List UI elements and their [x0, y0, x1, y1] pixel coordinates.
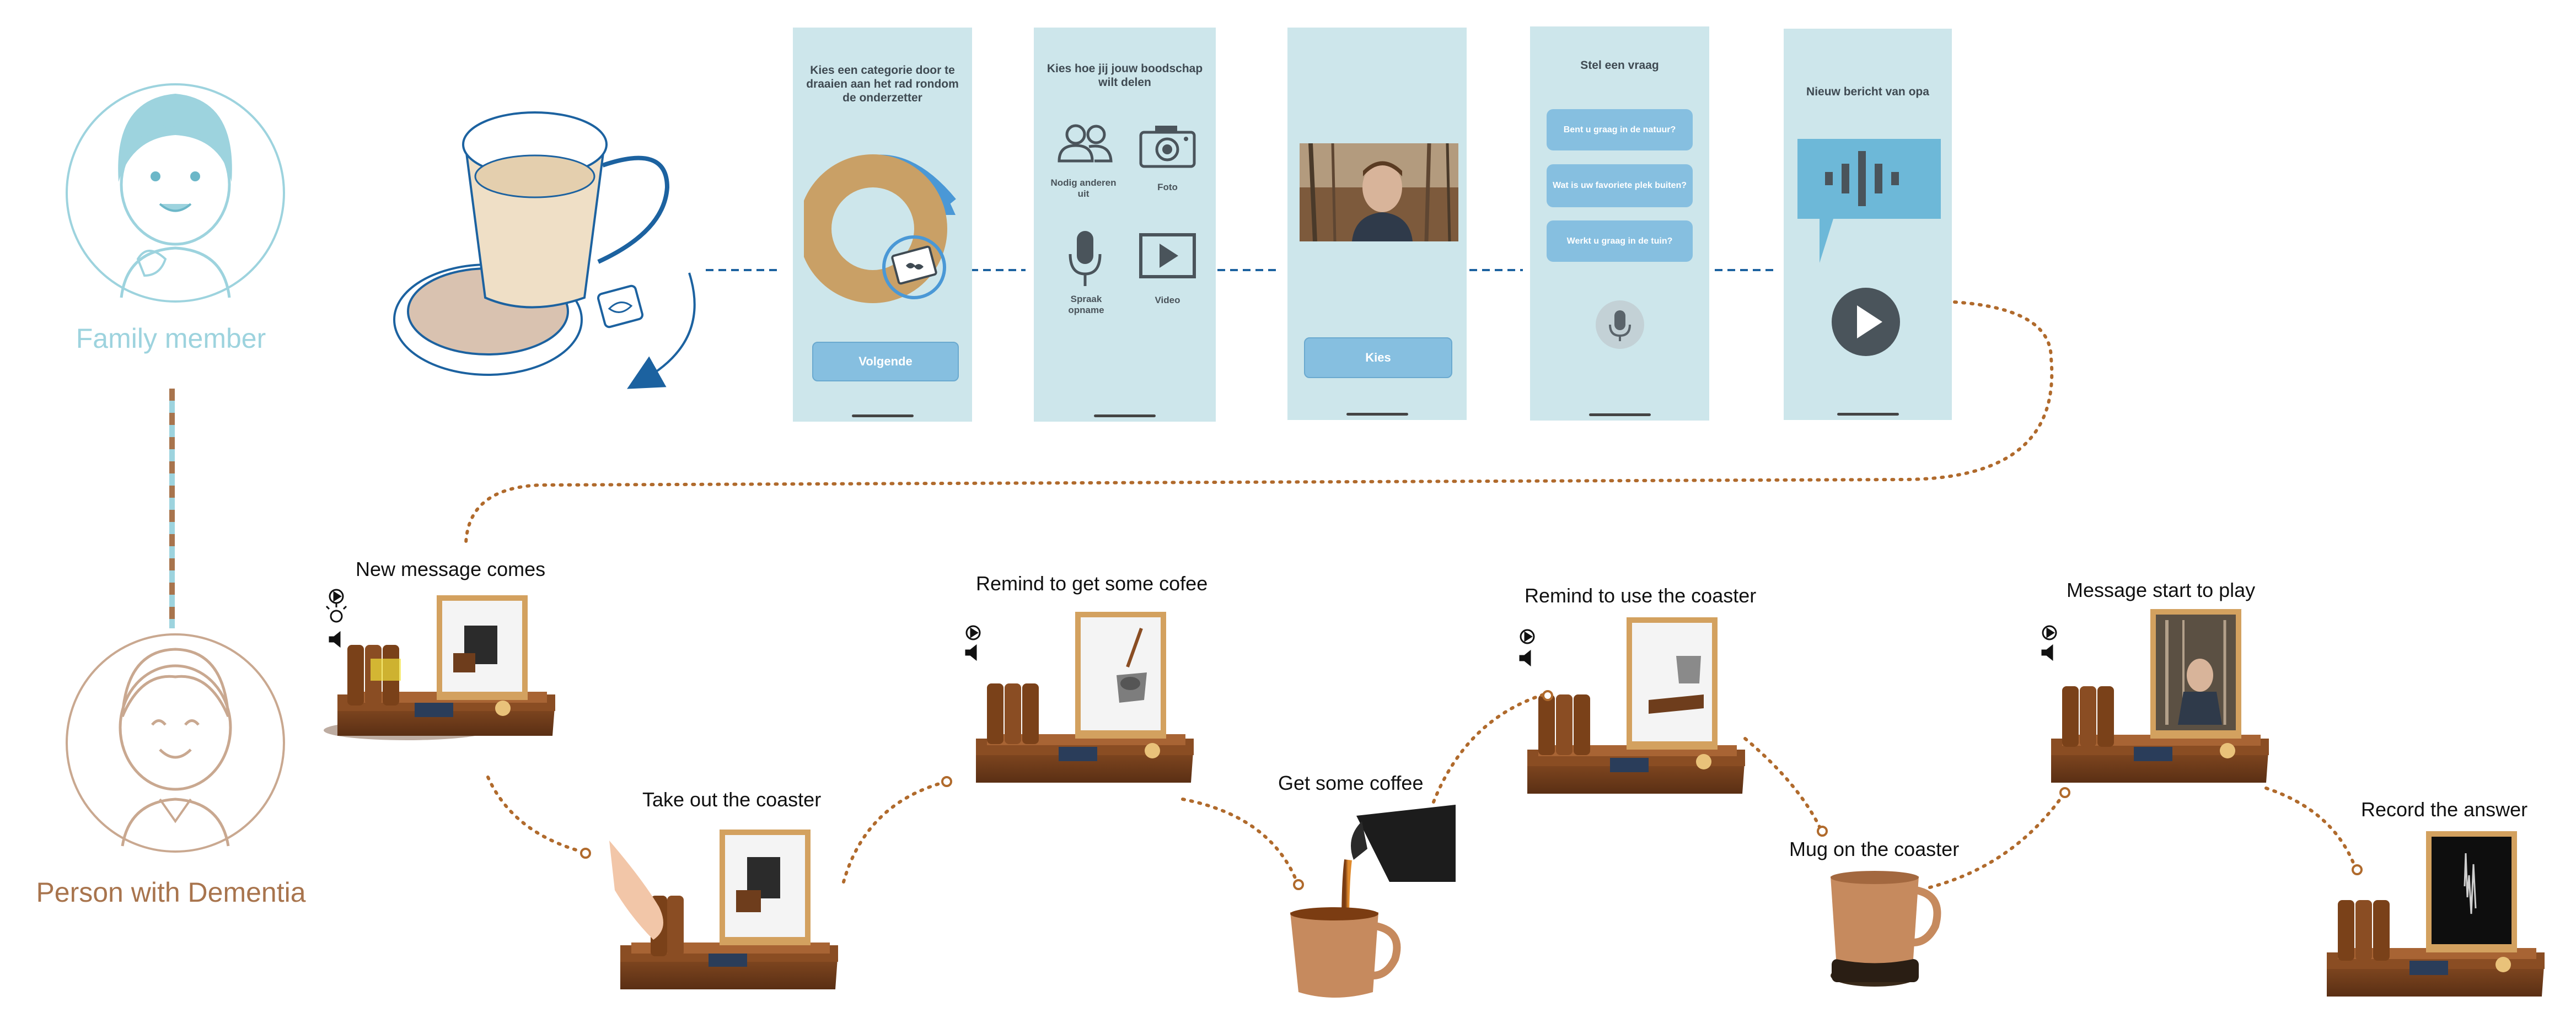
notification-path [464, 300, 2054, 545]
step3-status-icons [965, 625, 981, 661]
coffee-pour-illustration [1290, 805, 1456, 998]
next-button[interactable]: Volgende [812, 342, 959, 381]
step-connectors [486, 693, 2356, 889]
screen-4-title: Stel een vraag [1580, 59, 1659, 72]
home-indicator [851, 414, 914, 417]
step-record-label: Record the answer [2361, 798, 2528, 821]
record-mic-icon[interactable] [1595, 299, 1645, 350]
voice-message-bubble [1797, 139, 1941, 263]
play-icon[interactable] [1831, 287, 1901, 357]
step-connector-ends [580, 690, 2363, 890]
option-voice-label: Spraak opname [1068, 294, 1104, 315]
step-message-play-label: Message start to play [2067, 579, 2256, 601]
choose-button[interactable]: Kies [1304, 337, 1452, 378]
option-photo-label: Foto [1157, 182, 1178, 192]
device-remind-coaster [1527, 617, 1745, 794]
app-screen-share-method: Kies hoe jij jouw boodschap wilt delen N… [1034, 28, 1216, 422]
device-message-play [2051, 609, 2269, 783]
cup-coaster-illustration [393, 111, 696, 389]
person-with-dementia-avatar [66, 633, 285, 853]
video-icon[interactable] [1139, 233, 1196, 279]
preview-photo [1300, 143, 1458, 241]
step-remind-coaster-label: Remind to use the coaster [1525, 584, 1757, 607]
option-video-label: Video [1155, 295, 1180, 305]
screen-2-title: Kies hoe jij jouw boodschap wilt delen [1046, 62, 1203, 89]
option-invite-label: Nodig anderen uit [1050, 177, 1117, 199]
people-icon[interactable] [1055, 122, 1115, 166]
person-with-dementia-label: Person with Dementia [36, 877, 306, 908]
mug-on-coaster-illustration [1831, 871, 1941, 987]
screen-1-title: Kies een categorie door te draaien aan h… [806, 64, 959, 104]
question-option-2[interactable]: Wat is uw favoriete plek buiten? [1547, 164, 1693, 207]
device-new-message [324, 595, 555, 740]
device-record-answer [2327, 831, 2545, 997]
step1-status-icons [325, 589, 347, 648]
home-indicator [1346, 413, 1408, 416]
screen-5-title: Nieuw bericht van opa [1806, 85, 1929, 98]
step5-status-icons [1519, 629, 1535, 667]
home-indicator [1837, 413, 1899, 416]
device-take-out-coaster [609, 830, 838, 989]
app-screen-category: Kies een categorie door te draaien aan h… [793, 28, 972, 422]
step7-status-icons [2041, 625, 2057, 661]
camera-icon[interactable] [1139, 122, 1196, 169]
home-indicator [1588, 413, 1651, 416]
device-remind-coffee [976, 612, 1194, 783]
microphone-icon[interactable] [1066, 229, 1104, 289]
step-mug-on-label: Mug on the coaster [1789, 838, 1960, 860]
step-get-coffee-label: Get some coffee [1278, 772, 1424, 794]
step-remind-coffee-label: Remind to get some cofee [976, 572, 1208, 595]
app-screen-question: Stel een vraag Bent u graag in de natuur… [1530, 26, 1709, 421]
step-take-out-label: Take out the coaster [642, 788, 822, 811]
step-new-message-label: New message comes [356, 558, 546, 580]
app-screen-preview: Kies [1287, 28, 1467, 420]
question-option-1[interactable]: Bent u graag in de natuur? [1547, 109, 1693, 150]
family-member-label: Family member [76, 323, 266, 354]
question-option-3[interactable]: Werkt u graag in de tuin? [1547, 220, 1693, 262]
family-member-avatar [66, 83, 285, 303]
home-indicator [1094, 414, 1156, 417]
category-wheel[interactable] [804, 132, 964, 314]
app-screen-new-message: Nieuw bericht van opa [1784, 29, 1952, 420]
